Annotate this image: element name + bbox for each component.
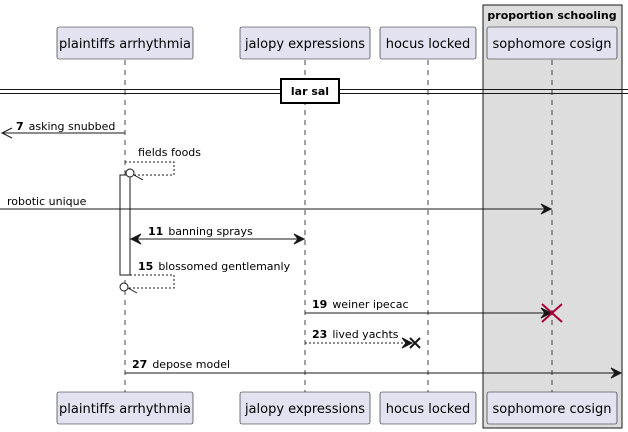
participant-label: sophomore cosign	[493, 37, 612, 52]
message-asking-snubbed: 7 asking snubbed	[0, 120, 125, 139]
participant-header-1[interactable]: plaintiffs arrhythmia	[56, 26, 194, 60]
message-text: weiner ipecac	[332, 298, 408, 311]
message-number: 15	[138, 260, 153, 273]
participant-label: hocus locked	[386, 37, 471, 52]
message-robotic-unique: robotic unique	[0, 195, 553, 215]
participant-footer-4[interactable]: sophomore cosign	[486, 391, 618, 425]
message-text: lived yachts	[332, 328, 398, 341]
message-number: 19	[312, 298, 327, 311]
message-number: 27	[132, 358, 147, 371]
lost-message-cross-icon	[409, 337, 421, 349]
participant-footer-1[interactable]: plaintiffs arrhythmia	[56, 391, 194, 425]
message-number: 23	[312, 328, 327, 341]
divider-label: lar sal	[291, 85, 329, 98]
message-blossomed-gentlemanly: 15 blossomed gentlemanly	[119, 260, 291, 294]
message-text: blossomed gentlemanly	[158, 260, 290, 273]
participant-header-3[interactable]: hocus locked	[379, 26, 477, 60]
participant-header-4[interactable]: sophomore cosign	[486, 26, 618, 60]
message-banning-sprays: 11 banning sprays	[129, 225, 306, 245]
participant-header-2[interactable]: jalopy expressions	[239, 26, 371, 60]
message-text: depose model	[152, 358, 230, 371]
message-lived-yachts: 23 lived yachts	[305, 328, 421, 349]
participant-footer-2[interactable]: jalopy expressions	[239, 391, 371, 425]
message-text: robotic unique	[7, 195, 87, 208]
message-depose-model: 27 depose model	[125, 358, 623, 379]
participant-group-box: proportion schooling	[482, 4, 623, 429]
group-box-title: proportion schooling	[487, 9, 616, 22]
message-text: fields foods	[138, 146, 201, 159]
message-text: asking snubbed	[29, 120, 116, 133]
participant-label: plaintiffs arrhythmia	[59, 37, 191, 52]
participant-label: jalopy expressions	[244, 402, 365, 417]
destroy-icon	[541, 303, 563, 323]
message-weiner-ipecac: 19 weiner ipecac	[305, 298, 563, 323]
message-number: 7	[16, 120, 24, 133]
participant-label: hocus locked	[386, 402, 471, 417]
message-fields-foods: fields foods	[125, 146, 201, 181]
participant-footer-3[interactable]: hocus locked	[379, 391, 477, 425]
message-number: 11	[148, 225, 163, 238]
message-text: banning sprays	[168, 225, 253, 238]
activation-bar	[119, 174, 131, 276]
participant-label: sophomore cosign	[493, 402, 612, 417]
participant-label: plaintiffs arrhythmia	[59, 402, 191, 417]
participant-label: jalopy expressions	[244, 37, 365, 52]
divider: lar sal	[0, 78, 628, 104]
